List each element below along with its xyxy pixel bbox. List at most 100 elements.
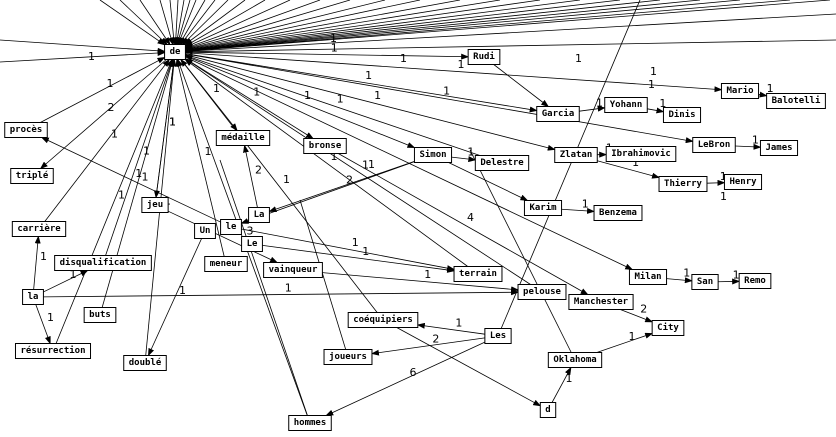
incoming-edge-15	[184, 0, 321, 49]
stray-weight-s1: 1	[88, 50, 95, 63]
node-resurrection[interactable]: résurrection	[14, 343, 92, 359]
node-label: La	[254, 210, 265, 220]
incoming-edge-21	[184, 0, 541, 53]
node-henry[interactable]: Henry	[723, 174, 763, 190]
node-label: d	[545, 405, 550, 415]
node-le[interactable]: Le	[241, 236, 263, 252]
node-label: Ibrahimovic	[611, 148, 671, 159]
node-carriere[interactable]: carrière	[11, 221, 67, 237]
node-vainqueur[interactable]: vainqueur	[263, 262, 323, 278]
node-manchester[interactable]: Manchester	[568, 294, 634, 310]
node-la[interactable]: La	[248, 207, 270, 223]
edge-weight: 2	[255, 164, 262, 177]
node-label: Henry	[729, 177, 757, 187]
node-jeu[interactable]: jeu	[141, 197, 169, 213]
node-box	[628, 269, 668, 285]
incoming-edge-5	[172, 0, 179, 46]
edge-delestre-de	[184, 54, 481, 156]
edge-de-jeu	[153, 59, 175, 199]
edge-simon-la	[268, 161, 415, 212]
node-zlatan[interactable]: Zlatan	[554, 147, 598, 163]
node-ibrahimovic[interactable]: Ibrahimovic	[605, 146, 677, 162]
node-pelouse[interactable]: pelouse	[517, 284, 567, 300]
node-rudi[interactable]: Rudi	[467, 49, 501, 65]
edge-simon-le	[240, 161, 415, 224]
node-james[interactable]: James	[759, 140, 799, 156]
edge-lebron-james	[735, 143, 762, 150]
node-thierry[interactable]: Thierry	[658, 176, 708, 192]
node-mario[interactable]: Mario	[720, 83, 760, 99]
edge-weight: 1	[424, 268, 431, 281]
node-buts[interactable]: buts	[83, 307, 117, 323]
edge-weight: 1	[352, 236, 359, 249]
edge-weight: 1	[47, 311, 54, 324]
side-edge-1	[0, 49, 166, 63]
node-box	[220, 219, 242, 235]
node-coequipiers[interactable]: coéquipiers	[347, 312, 419, 328]
edge-la-pelouse	[43, 289, 520, 298]
node-label: carrière	[17, 223, 61, 234]
node-lebron[interactable]: LeBron	[692, 137, 736, 153]
node-remo[interactable]: Remo	[738, 273, 772, 289]
node-benzema[interactable]: Benzema	[593, 205, 643, 221]
node-un[interactable]: Un	[194, 223, 216, 239]
node-garcia[interactable]: Garcia	[536, 106, 580, 122]
node-box	[22, 289, 44, 305]
incoming-edge-9	[178, 0, 206, 46]
node-box	[241, 236, 263, 252]
node-label: jeu	[147, 199, 163, 210]
node-hommes[interactable]: hommes	[288, 415, 332, 431]
node-label: pelouse	[523, 287, 562, 297]
node-delestre[interactable]: Delestre	[474, 155, 530, 171]
edge-weight: 2	[346, 173, 353, 186]
edge-proces-de	[40, 56, 166, 123]
side-edge-0	[0, 39, 166, 54]
node-medaille[interactable]: médaille	[215, 130, 271, 146]
stray-weight-s7: 1	[720, 190, 727, 203]
node-terrain[interactable]: terrain	[453, 266, 503, 282]
edge-weight: 1	[179, 284, 186, 297]
edge-mario-balotelli	[758, 91, 768, 98]
edge-weight: 1	[169, 116, 176, 129]
incoming-edge-18	[184, 0, 421, 52]
edge-weight: 1	[733, 269, 740, 282]
node-simon[interactable]: Simon	[413, 147, 453, 163]
node-dinis[interactable]: Dinis	[662, 107, 702, 123]
node-box	[123, 355, 167, 371]
node-double[interactable]: doublé	[123, 355, 167, 371]
edge-de-garcia	[185, 53, 538, 113]
node-la[interactable]: la	[22, 289, 44, 305]
node-box	[10, 168, 54, 184]
edge-weight: 1	[720, 170, 727, 183]
node-disqualification[interactable]: disqualification	[54, 255, 152, 271]
node-d[interactable]: d	[539, 402, 557, 418]
node-triple[interactable]: triplé	[10, 168, 54, 184]
node-proces[interactable]: procès	[4, 122, 48, 138]
incoming-edge-4	[169, 0, 177, 46]
edge-milan-san	[666, 277, 693, 284]
node-label: City	[657, 322, 679, 333]
node-city[interactable]: City	[651, 320, 685, 336]
node-label: bronse	[309, 141, 342, 151]
node-yohann[interactable]: Yohann	[604, 97, 648, 113]
node-bronse[interactable]: bronse	[303, 138, 347, 154]
node-box	[347, 312, 419, 328]
node-karim[interactable]: Karim	[523, 200, 563, 216]
edge-weight: 1	[362, 245, 369, 258]
edge-de-bronse	[185, 58, 314, 140]
edge-pelouse-de	[184, 58, 531, 285]
node-les[interactable]: Les	[484, 328, 512, 344]
node-box	[554, 147, 598, 163]
node-san[interactable]: San	[691, 274, 719, 290]
edge-weight: 1	[467, 146, 474, 159]
node-oklahoma[interactable]: Oklahoma	[547, 352, 603, 368]
node-milan[interactable]: Milan	[628, 269, 668, 285]
node-label: triplé	[16, 170, 49, 181]
node-balotelli[interactable]: Balotelli	[766, 93, 826, 109]
node-joueurs[interactable]: joueurs	[323, 349, 373, 365]
node-de[interactable]: de	[164, 44, 186, 60]
node-le[interactable]: le	[220, 219, 242, 235]
node-box	[539, 402, 557, 418]
edge-weight: 1	[69, 268, 76, 281]
node-meneur[interactable]: meneur	[204, 256, 248, 272]
